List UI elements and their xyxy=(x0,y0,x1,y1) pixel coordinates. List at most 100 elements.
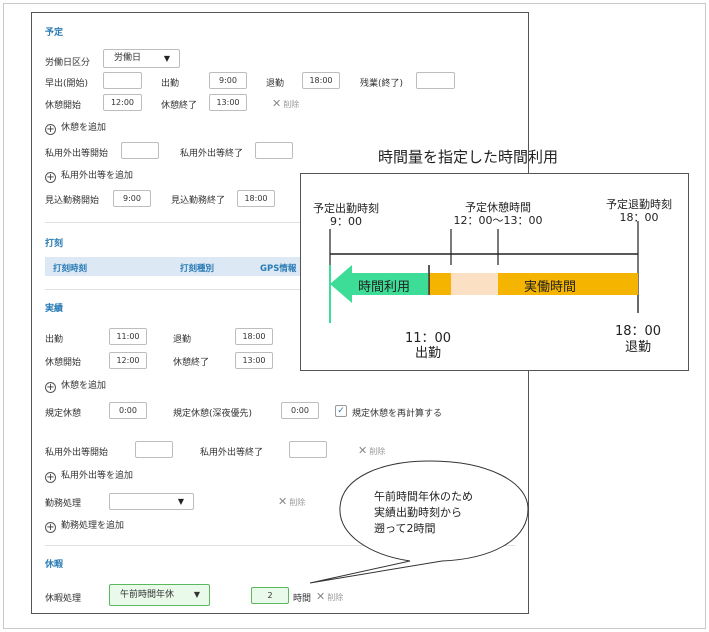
callout-line-2: 実績出勤時刻から xyxy=(374,506,462,519)
actual-add-private-out-button[interactable]: +私用外出等を追加 xyxy=(45,468,133,483)
leave-processing-select[interactable]: 午前時間年休 ▼ xyxy=(109,584,210,606)
actual-private-out-delete-button[interactable]: ✕削除 xyxy=(358,444,385,457)
leave-delete-button[interactable]: ✕削除 xyxy=(316,590,343,603)
overtime-end-input[interactable] xyxy=(416,72,455,89)
schedule-break-start-input[interactable]: 12:00 xyxy=(103,94,142,111)
schedule-break-end-input[interactable]: 13:00 xyxy=(209,94,247,111)
schedule-add-private-out-button[interactable]: + 私用外出等を追加 xyxy=(45,168,133,183)
est-work-start-label: 見込勤務開始 xyxy=(45,196,100,206)
actual-end-time: 18：00 xyxy=(614,324,662,339)
time-use-arrow xyxy=(330,265,428,303)
add-break-label: 休憩を追加 xyxy=(61,381,107,391)
schedule-clock-out-input[interactable]: 18:00 xyxy=(302,72,340,89)
schedule-break-delete-button[interactable]: ✕削除 xyxy=(272,97,299,110)
schedule-clock-out-label: 退勤 xyxy=(266,79,285,89)
plus-circle-icon: + xyxy=(45,124,56,135)
outer-frame xyxy=(3,3,706,629)
schedule-add-break-button[interactable]: + 休憩を追加 xyxy=(45,120,106,135)
schedule-clock-in-label: 出勤 xyxy=(161,79,180,89)
close-icon: ✕ xyxy=(358,444,368,457)
schedule-private-out-start-label: 私用外出等開始 xyxy=(45,149,109,159)
add-work-processing-label: 勤務処理を追加 xyxy=(61,521,125,531)
stamp-col-gps: GPS情報 xyxy=(260,264,297,274)
close-icon: ✕ xyxy=(278,495,288,508)
actual-break-start-label: 休憩開始 xyxy=(45,358,82,368)
section-divider xyxy=(45,222,515,223)
add-break-label: 休憩を追加 xyxy=(61,123,107,133)
delete-label: 削除 xyxy=(283,100,300,109)
actual-private-out-end-input[interactable] xyxy=(289,441,327,458)
work-day-type-select[interactable]: 労働日 ▼ xyxy=(103,49,180,68)
actual-start-time: 11：00 xyxy=(404,331,452,346)
plus-circle-icon: + xyxy=(45,382,56,393)
est-work-end-label: 見込勤務終了 xyxy=(171,196,226,206)
timeline-diagram xyxy=(300,173,689,371)
regular-break-input[interactable]: 0:00 xyxy=(109,402,147,419)
scheduled-break-label: 予定休憩時間 xyxy=(465,201,531,214)
actual-private-out-start-label: 私用外出等開始 xyxy=(45,448,109,458)
recalc-checkbox[interactable]: ✓ xyxy=(335,405,347,417)
scheduled-end-label: 予定退勤時刻 xyxy=(606,198,672,211)
leave-processing-value: 午前時間年休 xyxy=(120,590,175,600)
chevron-down-icon: ▼ xyxy=(163,54,170,63)
schedule-break-start-label: 休憩開始 xyxy=(45,101,82,111)
actual-clock-in-input[interactable]: 11:00 xyxy=(109,328,147,345)
check-icon: ✓ xyxy=(337,406,345,416)
est-work-end-input[interactable]: 18:00 xyxy=(237,190,275,207)
callout-bubble xyxy=(309,460,529,584)
actual-clock-in-label: 出勤 xyxy=(45,335,64,345)
plus-circle-icon: + xyxy=(45,522,56,533)
actual-break-end-input[interactable]: 13:00 xyxy=(235,352,273,369)
callout-line-1: 午前時間年休のため xyxy=(374,490,473,503)
est-work-start-input[interactable]: 9:00 xyxy=(113,190,151,207)
stamp-col-time: 打刻時刻 xyxy=(53,264,88,274)
schedule-private-out-end-input[interactable] xyxy=(255,142,293,159)
leave-hours-input[interactable]: 2 xyxy=(251,587,289,604)
schedule-break-end-label: 休憩終了 xyxy=(161,101,198,111)
scheduled-end-time: 18：00 xyxy=(619,211,659,224)
schedule-section-title: 予定 xyxy=(45,28,64,38)
recalc-label: 規定休憩を再計算する xyxy=(352,409,443,419)
schedule-clock-in-input[interactable]: 9:00 xyxy=(209,72,247,89)
work-processing-delete-button[interactable]: ✕削除 xyxy=(278,495,305,508)
work-day-type-label: 労働日区分 xyxy=(45,58,91,68)
work-day-type-value: 労働日 xyxy=(114,53,142,63)
overtime-end-label: 残業(終了) xyxy=(360,79,404,89)
actual-private-out-end-label: 私用外出等終了 xyxy=(200,448,264,458)
timeline-graphic xyxy=(329,221,639,323)
schedule-private-out-start-input[interactable] xyxy=(121,142,159,159)
actual-add-break-button[interactable]: + 休憩を追加 xyxy=(45,378,106,393)
actual-work-label: 実働時間 xyxy=(523,280,576,295)
chevron-down-icon: ▼ xyxy=(177,497,184,506)
stamp-col-type: 打刻種別 xyxy=(180,264,215,274)
actual-private-out-start-input[interactable] xyxy=(135,441,173,458)
section-divider xyxy=(45,289,515,290)
leave-hours-unit: 時間 xyxy=(293,594,312,604)
schedule-private-out-end-label: 私用外出等終了 xyxy=(180,149,244,159)
early-start-input[interactable] xyxy=(103,72,142,89)
stamp-section-title: 打刻 xyxy=(45,239,64,249)
regular-break-label: 規定休憩 xyxy=(45,409,82,419)
actual-start-label: 出勤 xyxy=(414,346,441,361)
actual-clock-out-input[interactable]: 18:00 xyxy=(235,328,273,345)
leave-processing-label: 休暇処理 xyxy=(45,594,82,604)
plus-circle-icon: + xyxy=(45,472,56,483)
diagram-title: 時間量を指定した時間利用 xyxy=(378,148,559,166)
delete-label: 削除 xyxy=(369,447,386,456)
add-private-out-label: 私用外出等を追加 xyxy=(61,171,134,181)
actual-clock-out-label: 退勤 xyxy=(173,335,192,345)
leave-section-title: 休暇 xyxy=(45,560,64,570)
work-segment-1 xyxy=(429,273,451,295)
delete-label: 削除 xyxy=(327,593,344,602)
work-processing-label: 勤務処理 xyxy=(45,499,82,509)
callout-line-3: 遡って2時間 xyxy=(374,522,436,535)
plus-circle-icon: + xyxy=(45,172,56,183)
scheduled-start-time: 9：00 xyxy=(330,215,362,228)
work-processing-select[interactable]: ▼ xyxy=(109,493,194,510)
actual-break-start-input[interactable]: 12:00 xyxy=(109,352,147,369)
regular-break-night-input[interactable]: 0:00 xyxy=(281,402,319,419)
add-work-processing-button[interactable]: + 勤務処理を追加 xyxy=(45,518,124,533)
scheduled-break-time: 12：00〜13：00 xyxy=(453,214,543,227)
regular-break-night-label: 規定休憩(深夜優先) xyxy=(173,409,253,419)
scheduled-start-label: 予定出勤時刻 xyxy=(313,202,379,215)
